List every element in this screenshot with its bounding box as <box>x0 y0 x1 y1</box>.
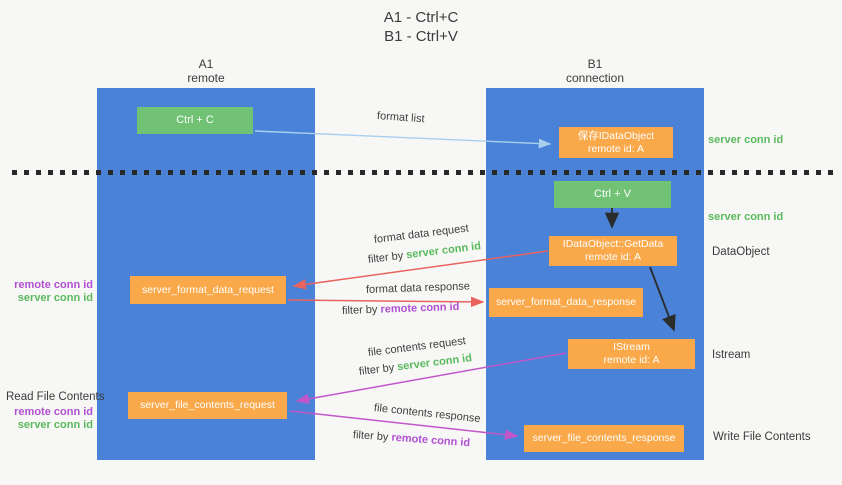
save-idataobject-line2: remote id: A <box>587 142 645 155</box>
save-idataobject-node: 保存IDataObject remote id: A <box>559 127 673 158</box>
column-b1-role: connection <box>565 71 625 85</box>
server-file-contents-request-label: server_file_contents_request <box>140 399 275 411</box>
format-list-label: format list <box>376 110 425 126</box>
ctrl-c-label: Ctrl + C <box>176 114 214 126</box>
filter-by-text: filter by <box>367 249 404 266</box>
idataobject-getdata-node: IDataObject::GetData remote id: A <box>549 236 677 266</box>
filter-by-text: filter by <box>341 303 378 317</box>
title-line-b1: B1 - Ctrl+V <box>384 28 458 45</box>
server-conn-id-label: server conn id <box>17 419 93 431</box>
server-conn-id-text: server conn id <box>405 240 482 262</box>
istream-line1: IStream <box>613 341 650 353</box>
column-a1-role: remote <box>187 71 225 85</box>
save-idataobject-line1: 保存IDataObject <box>577 129 655 142</box>
remote-conn-id-label: remote conn id <box>14 406 93 418</box>
server-format-data-request-node: server_format_data_request <box>130 276 286 304</box>
left-conn-id-labels-bottom: remote conn id server conn id <box>8 406 93 432</box>
file-contents-response-label: file contents response <box>373 402 482 426</box>
server-conn-id-text: server conn id <box>396 352 473 374</box>
right-server-conn-id-mid: server conn id <box>708 211 784 223</box>
server-file-contents-request-node: server_file_contents_request <box>128 392 287 419</box>
ctrl-v-label: Ctrl + V <box>594 188 631 200</box>
server-conn-id-label: server conn id <box>17 292 93 304</box>
dataobject-label: DataObject <box>712 246 770 258</box>
ctrl-v-node: Ctrl + V <box>554 181 671 208</box>
server-format-data-response-label: server_format_data_response <box>495 296 637 308</box>
server-format-data-request-label: server_format_data_request <box>142 283 274 296</box>
format-data-response-label: format data response <box>365 280 471 296</box>
server-file-contents-response-label: server_file_contents_response <box>532 432 676 444</box>
getdata-line1: IDataObject::GetData <box>562 238 664 250</box>
format-data-response-filter: filter by remote conn id <box>342 301 460 317</box>
column-b1-name: B1 <box>587 57 603 71</box>
istream-line2: remote id: A <box>603 354 660 366</box>
remote-conn-id-text: remote conn id <box>380 300 460 316</box>
write-file-contents-label: Write File Contents <box>713 431 811 443</box>
left-conn-id-labels-top: remote conn id server conn id <box>8 279 93 305</box>
diagram-title: A1 - Ctrl+C B1 - Ctrl+V <box>0 8 842 46</box>
column-a1-name: A1 <box>198 57 214 71</box>
title-line-a1: A1 - Ctrl+C <box>383 9 459 26</box>
server-format-data-response-node: server_format_data_response <box>489 288 643 317</box>
read-file-contents-label: Read File Contents <box>6 391 105 403</box>
column-header-b1: B1 connection <box>535 57 655 85</box>
file-contents-response-filter: filter by remote conn id <box>353 429 471 449</box>
filter-by-text: filter by <box>358 361 395 378</box>
remote-conn-id-text: remote conn id <box>391 431 471 450</box>
column-header-a1: A1 remote <box>146 57 266 85</box>
getdata-line2: remote id: A <box>584 251 642 263</box>
server-file-contents-response-node: server_file_contents_response <box>524 425 684 452</box>
istream-node: IStream remote id: A <box>568 339 695 369</box>
remote-conn-id-label: remote conn id <box>14 279 93 291</box>
ctrl-c-node: Ctrl + C <box>137 107 253 134</box>
istream-side-label: Istream <box>712 349 751 361</box>
filter-by-text: filter by <box>352 429 389 444</box>
dotted-separator-line <box>12 170 836 175</box>
right-server-conn-id-top: server conn id <box>708 134 784 146</box>
